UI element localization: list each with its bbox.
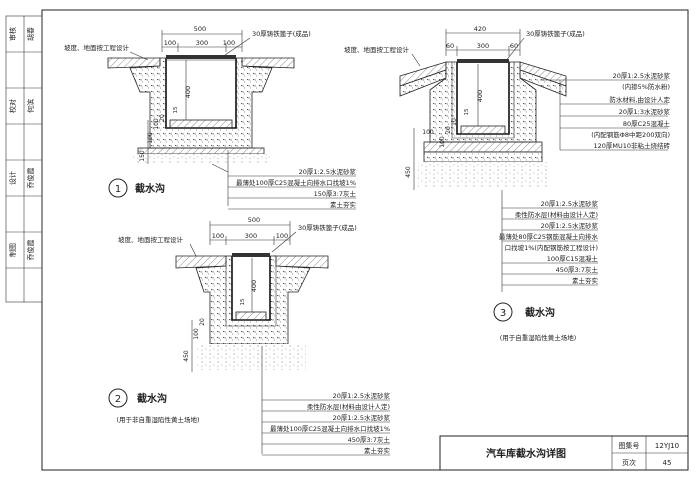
d2-dim-b: 300 — [245, 232, 257, 240]
d1-dim-total: 500 — [194, 25, 206, 33]
d2-dim-c: 100 — [276, 232, 288, 240]
d2-name: 截水沟 — [137, 392, 167, 405]
d1-dim-a: 100 — [164, 39, 176, 47]
d1-name: 截水沟 — [135, 182, 165, 195]
d2-dim-total: 500 — [248, 216, 260, 224]
side-role-2: 校对 — [8, 99, 17, 113]
d2-number: 2 — [115, 394, 121, 405]
side-sign-4: 乔俊霞 — [26, 240, 35, 261]
d3-dim-bottom-c: 10 — [451, 118, 458, 126]
d3-dim-bottom-b: 20 — [445, 126, 452, 134]
d1-layer-1: 20厚1:2.5水泥砂浆 — [299, 167, 357, 176]
d1-dim-b: 300 — [196, 39, 208, 47]
d1-dim-bottom-b: 100 — [153, 118, 160, 130]
d1-dim-base: 150 — [139, 150, 146, 162]
side-sign-2: 何滨 — [26, 99, 35, 113]
d2-dim-bottom-a: 100 — [193, 328, 200, 340]
d3-upper-5: 80厚C25混凝土 — [623, 119, 671, 128]
d1-number: 1 — [115, 184, 121, 195]
atlas-number: 12YJ10 — [655, 442, 679, 450]
d1-slope-note: 坡度、地面按工程设计 — [64, 43, 130, 52]
d1-layer-3: 150厚3:7灰土 — [314, 189, 357, 198]
d3-grate-note: 30厚铸铁篦子(成品) — [526, 29, 585, 38]
d3-layer-1: 20厚1:2.5水泥砂浆 — [541, 199, 599, 208]
d3-upper-1: 20厚1:2.5水泥砂浆 — [613, 71, 671, 80]
d3-layer-3: 20厚1:2.5水泥砂浆 — [541, 221, 599, 230]
d3-layer-2: 柔性防水层(材料由设计人定) — [515, 210, 598, 219]
d2-dim-small: 15 — [240, 298, 246, 305]
d2-dim-depth: 400 — [250, 280, 258, 292]
d3-layer-7: 450厚3:7灰土 — [556, 265, 599, 274]
d2-slope-note: 坡度、地面按工程设计 — [118, 235, 184, 244]
d3-dim-bottom-a: 100 — [439, 136, 446, 148]
page-number: 45 — [663, 459, 672, 467]
d2-layer-6: 素土夯实 — [364, 446, 391, 455]
d2-caption: (用于非自重湿陷性黄土场地) — [116, 415, 199, 424]
d2-layer-5: 450厚3:7灰土 — [348, 435, 391, 444]
d3-dim-c: 60 — [510, 42, 518, 50]
d3-upper-7: 120厚MU10非粘土烧结砖 — [593, 141, 670, 150]
d2-layer-2: 柔性防水层(材料由设计人定) — [307, 402, 390, 411]
page-label: 页次 — [622, 458, 636, 467]
d2-dim-base: 450 — [183, 350, 190, 362]
d3-layer-5: 口找坡1%(内配钢筋按工程设计) — [505, 243, 598, 252]
side-sign-3: 乔俊霞 — [26, 168, 35, 189]
title-block: 汽车库截水沟详图 图集号 12YJ10 页次 45 — [439, 435, 689, 471]
d2-grate-note: 30厚铸铁篦子(成品) — [298, 223, 357, 232]
d3-name: 截水沟 — [525, 306, 555, 319]
d3-dim-total: 420 — [474, 25, 486, 33]
d3-layer-6: 100厚C15混凝土 — [547, 254, 599, 263]
d3-layer-4: 最薄处80厚C25钢筋混凝土向排水 — [499, 232, 599, 241]
drawing-title: 汽车库截水沟详图 — [486, 447, 566, 460]
d3-number: 3 — [500, 308, 506, 319]
side-signoff-block: 审核 胡春 校对 何滨 设计 乔俊霞 制图 乔俊霞 — [5, 15, 43, 303]
d3-dim-base: 450 — [405, 166, 412, 178]
detail-2: 500 100 300 100 30厚铸铁篦子(成品) 坡度、地面按工程设计 4… — [108, 216, 391, 456]
detail-1: 500 100 300 100 30厚铸铁篦子(成品) 坡度、地面按工程设计 4… — [64, 25, 357, 210]
d2-layer-4: 最薄处100厚C25混凝土向排水口找坡1% — [270, 424, 390, 433]
d3-layer-8: 素土夯实 — [572, 276, 599, 285]
d1-dim-bottom-c: 20 — [159, 114, 166, 122]
d3-caption: (用于自重湿陷性黄土场地) — [500, 333, 577, 342]
d3-dim-small: 15 — [464, 108, 470, 115]
side-sign-1: 胡春 — [26, 27, 35, 41]
d3-upper-6: (内配钢筋Φ8中距200双向) — [591, 130, 670, 139]
d1-layer-2: 最薄处100厚C25混凝土向排水口找坡1% — [236, 178, 356, 187]
d3-dim-a: 60 — [446, 42, 454, 50]
detail-3: 420 60 300 60 30厚铸铁篦子(成品) 坡度、地面按工程设计 400… — [344, 25, 670, 342]
d2-dim-bottom-b: 20 — [199, 318, 206, 326]
d3-upper-2: (内掺5%防水粉) — [622, 82, 670, 91]
side-role-1: 审核 — [8, 27, 17, 41]
d3-dim-depth: 400 — [476, 90, 484, 102]
d2-dim-a: 100 — [212, 232, 224, 240]
d2-layer-1: 20厚1:2.5水泥砂浆 — [333, 391, 391, 400]
d2-layer-3: 20厚1:2.5水泥砂浆 — [333, 413, 391, 422]
d1-dim-small: 15 — [173, 106, 179, 113]
d1-dim-bottom-a: 100 — [147, 132, 154, 144]
d1-dim-depth: 400 — [184, 86, 192, 98]
d1-dim-c: 100 — [223, 39, 235, 47]
d3-slope-note: 坡度、地面按工程设计 — [344, 45, 410, 54]
side-role-3: 设计 — [8, 171, 17, 185]
d3-dim-b: 300 — [477, 42, 489, 50]
d1-layer-4: 素土夯实 — [330, 200, 357, 209]
d3-dim-side: 100 — [422, 129, 434, 136]
side-role-4: 制图 — [8, 243, 17, 257]
d3-upper-3: 防水材料,由设计人定 — [609, 95, 670, 104]
atlas-label: 图集号 — [619, 441, 640, 450]
d3-upper-4: 20厚1:3水泥砂浆 — [619, 107, 671, 116]
d1-grate-note: 30厚铸铁篦子(成品) — [252, 29, 311, 38]
